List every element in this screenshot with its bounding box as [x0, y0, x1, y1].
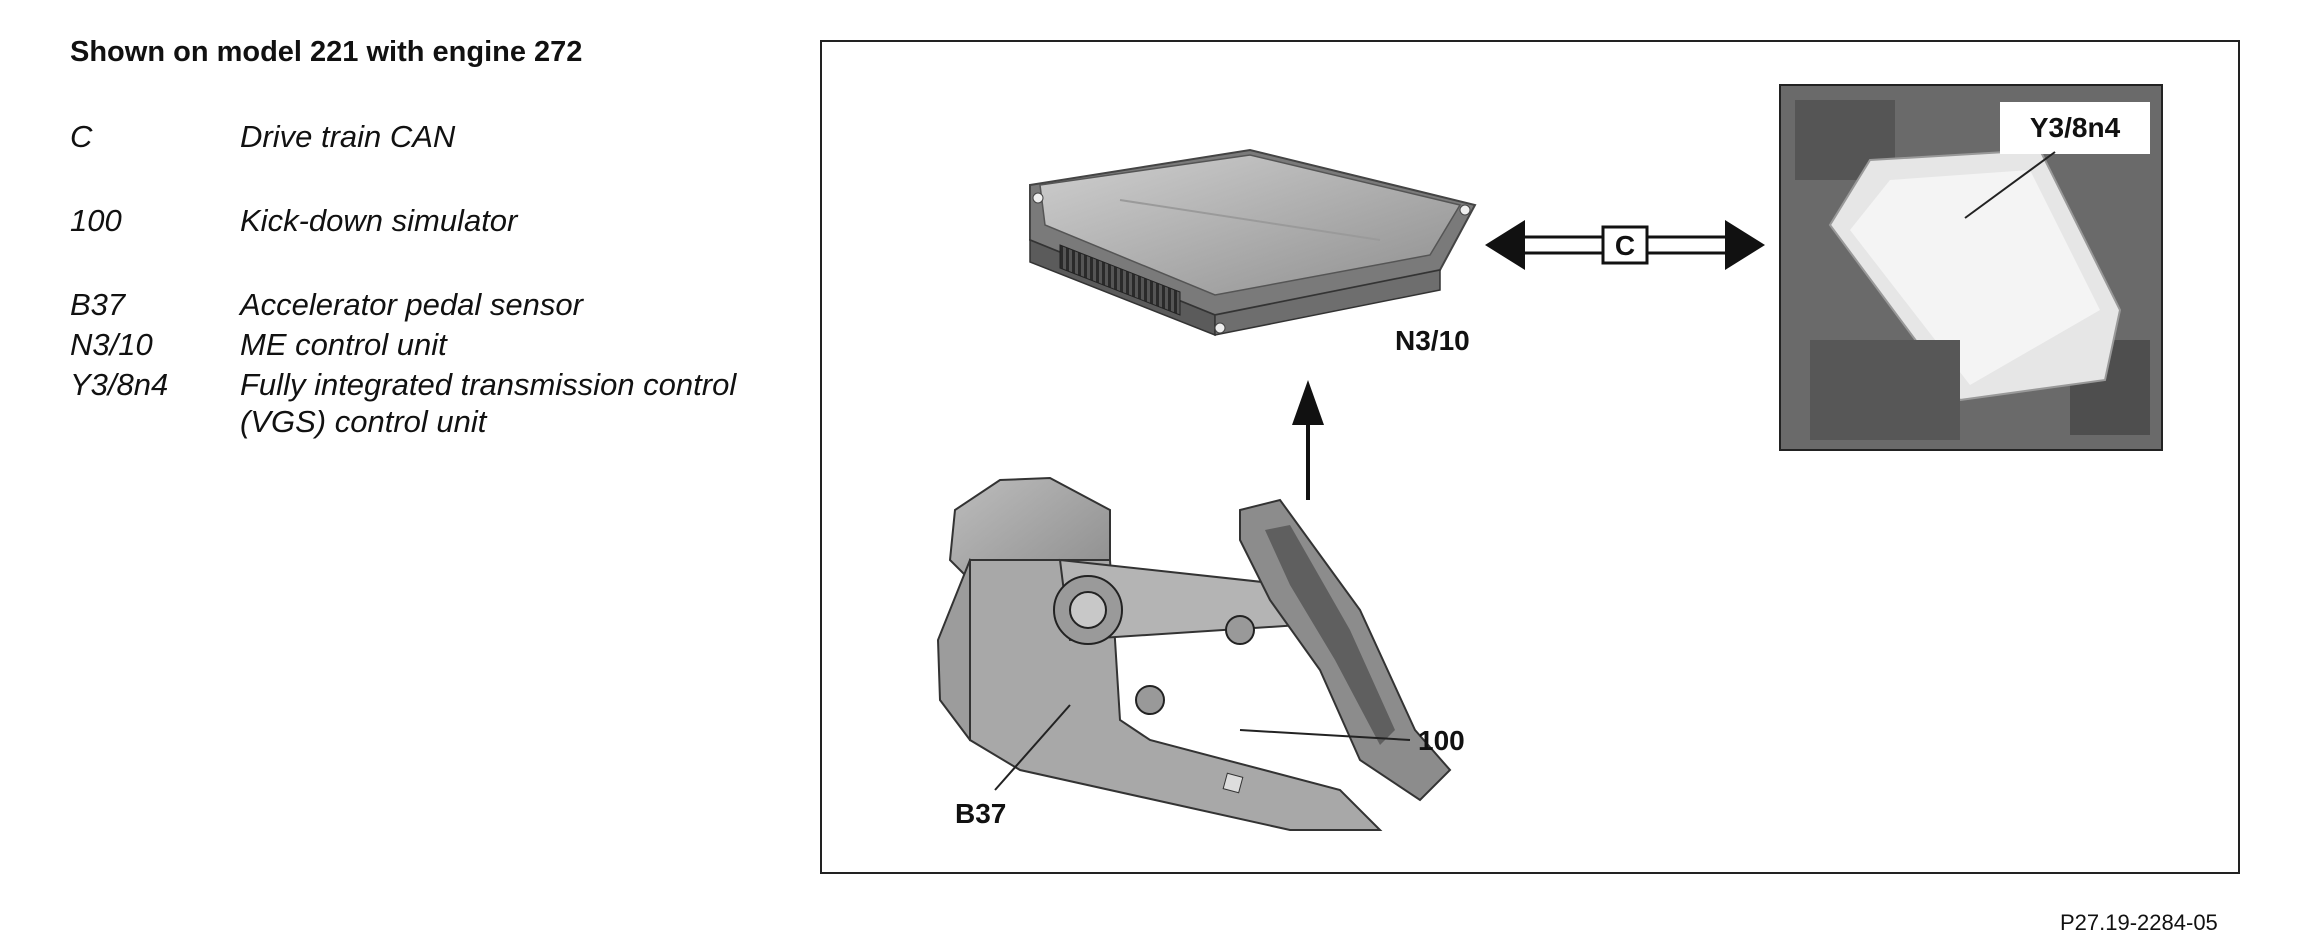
signal-arrow — [1292, 380, 1324, 500]
legend-desc: ME control unit — [240, 327, 447, 362]
legend-code: Y3/8n4 — [70, 367, 169, 402]
kickdown-leader — [1239, 729, 1411, 741]
diagram-canvas: C Y3/8n4 N3/10 100 B37 — [936, 84, 2163, 831]
pedal-sensor-leader — [994, 704, 1071, 791]
legend-desc: Accelerator pedal sensor — [240, 287, 583, 322]
pedal-sensor-label: B37 — [955, 798, 1006, 829]
transmission-control-unit-image: Y3/8n4 — [1779, 84, 2163, 451]
legend-code: N3/10 — [70, 327, 153, 362]
legend-desc: Kick-down simulator — [240, 203, 518, 238]
figure-reference: P27.19-2284-05 — [2060, 910, 2218, 935]
legend-title: Shown on model 221 with engine 272 — [70, 36, 583, 68]
drive-train-can-connection: C — [1485, 220, 1765, 270]
can-box-label: C — [1615, 230, 1635, 261]
legend-desc: Fully integrated transmission control (V… — [240, 367, 737, 439]
y3-8n4-label-bg — [2000, 102, 2150, 154]
legend-code: C — [70, 119, 93, 154]
y3-8n4-label: Y3/8n4 — [2030, 112, 2121, 143]
legend-code: B37 — [70, 287, 126, 322]
legend-desc: Drive train CAN — [240, 119, 456, 154]
legend-code: 100 — [70, 203, 122, 238]
accelerator-pedal-image — [936, 476, 1452, 831]
can-box — [1601, 225, 1649, 265]
me-control-unit-image — [1029, 148, 1477, 337]
kickdown-label: 100 — [1418, 725, 1465, 756]
diagram-frame — [820, 40, 2240, 874]
n3-10-label: N3/10 — [1395, 325, 1470, 356]
